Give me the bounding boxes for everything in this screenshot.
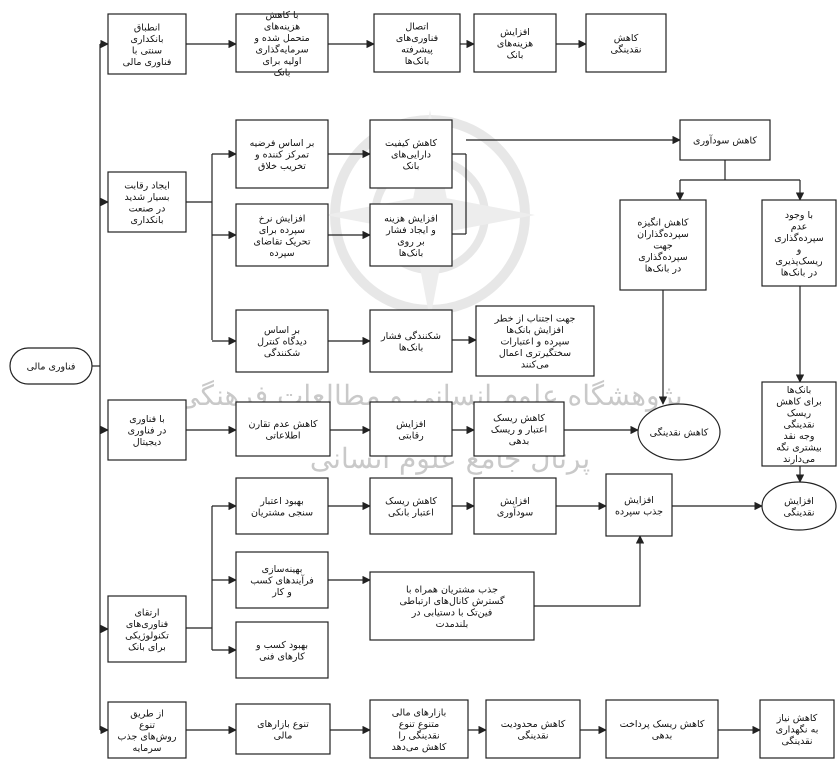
liquidity-down-ellipse: کاهش نقدینگی [637, 403, 721, 461]
liquidity-down-ellipse-label: کاهش نقدینگی [650, 427, 709, 439]
root-node-label: فناوری مالی [27, 362, 76, 373]
profit-down-box: کاهش سودآوری [679, 119, 771, 161]
profit-down-box-label: کاهش سودآوری [693, 134, 757, 147]
connector-arrow [534, 535, 645, 607]
root-node: فناوری مالی [9, 347, 93, 385]
diagram-connectors [92, 39, 805, 735]
